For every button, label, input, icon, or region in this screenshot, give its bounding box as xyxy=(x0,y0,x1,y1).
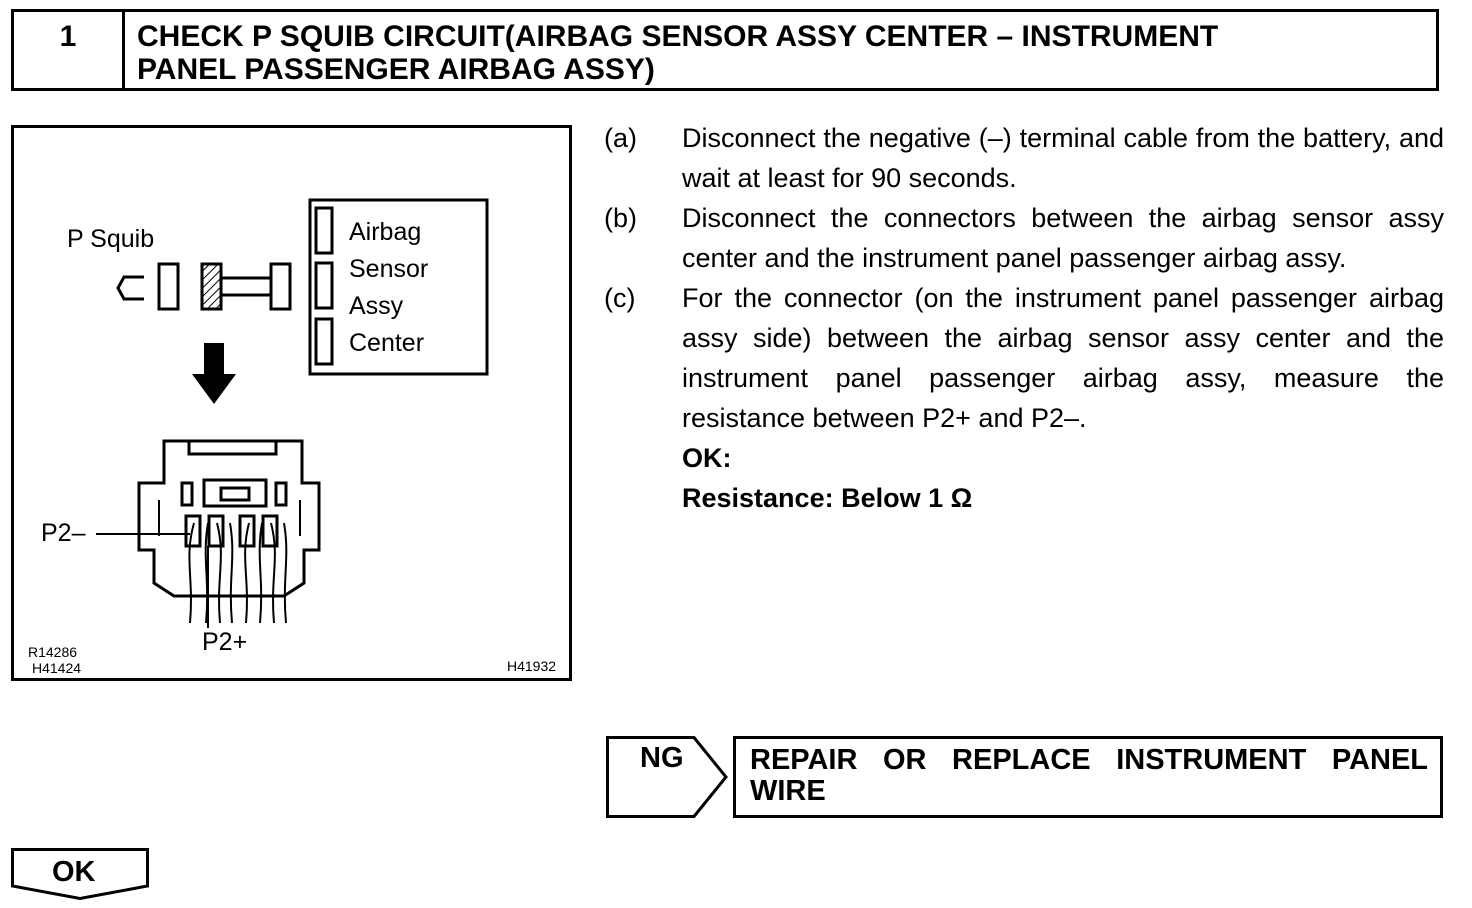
connector-face-icon xyxy=(137,439,321,624)
step-title-line-1: CHECK P SQUIB CIRCUIT(AIRBAG SENSOR ASSY… xyxy=(137,20,1219,53)
repair-action-text: REPAIR OR REPLACE INSTRUMENT PANEL WIRE xyxy=(750,744,1428,807)
instruction-text: For the connector (on the instrument pan… xyxy=(682,283,1444,433)
spec-ok-label: OK: xyxy=(682,443,732,473)
connector-diagram xyxy=(96,198,489,628)
sensor-label-line-1: Airbag xyxy=(349,218,422,246)
ref-code-1: R14286 xyxy=(28,644,78,660)
squib-connector-icon xyxy=(116,262,292,311)
terminal-p2-minus-label: P2– xyxy=(41,519,86,547)
ok-label: OK xyxy=(52,856,96,888)
instruction-label: (b) xyxy=(604,203,637,233)
figure-id: H41932 xyxy=(507,658,557,674)
ng-arrow-icon xyxy=(606,736,728,818)
instruction-item: (c) For the connector (on the instrument… xyxy=(604,278,1444,438)
terminal-p2-plus-label: P2+ xyxy=(202,628,248,656)
ref-code-2: H41424 xyxy=(32,660,82,676)
sensor-label-line-2: Sensor xyxy=(349,255,429,283)
ok-arrow-icon xyxy=(11,848,149,900)
instruction-item: (b) Disconnect the connectors between th… xyxy=(604,198,1444,278)
instruction-label: (c) xyxy=(604,283,636,313)
step-title: CHECK P SQUIB CIRCUIT(AIRBAG SENSOR ASSY… xyxy=(125,12,1436,88)
instruction-text: Disconnect the negative (–) terminal cab… xyxy=(682,123,1444,193)
spec-resistance: Resistance: Below 1 Ω xyxy=(682,483,973,513)
repair-action-box: REPAIR OR REPLACE INSTRUMENT PANEL WIRE xyxy=(733,736,1443,818)
sensor-assy-box xyxy=(308,198,489,376)
instruction-text: Disconnect the connectors between the ai… xyxy=(682,203,1444,273)
step-number: 1 xyxy=(14,12,125,88)
instruction-item: (a) Disconnect the negative (–) terminal… xyxy=(604,118,1444,198)
sensor-label-line-3: Assy xyxy=(349,292,404,320)
squib-label: P Squib xyxy=(67,225,155,253)
step-header: 1 CHECK P SQUIB CIRCUIT(AIRBAG SENSOR AS… xyxy=(11,9,1439,91)
down-arrow-icon xyxy=(192,343,236,404)
instruction-label: (a) xyxy=(604,123,637,153)
ng-label: NG xyxy=(640,742,684,774)
step-title-line-2: PANEL PASSENGER AIRBAG ASSY) xyxy=(137,53,655,86)
sensor-label-line-4: Center xyxy=(349,329,425,357)
connector-illustration: P Squib Airbag Sensor Assy Center P2– P2… xyxy=(11,125,572,681)
instruction-list: (a) Disconnect the negative (–) terminal… xyxy=(604,118,1444,518)
